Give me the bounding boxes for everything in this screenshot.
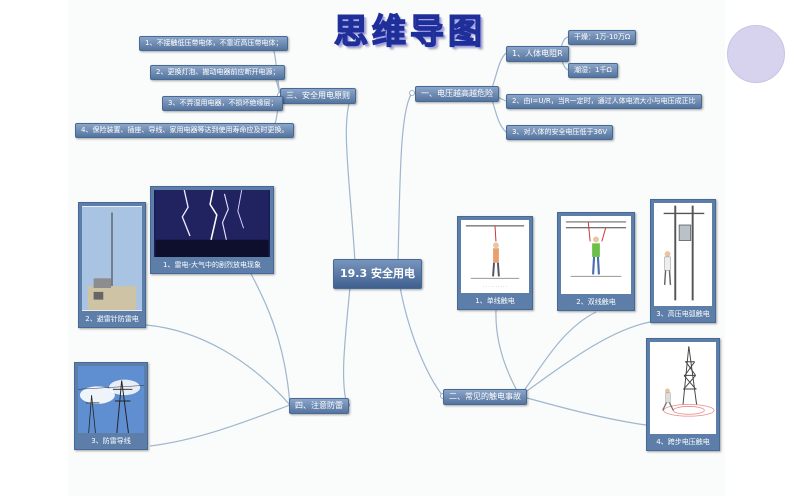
branch1-node[interactable]: 一、电压越高越危险 [415,86,499,102]
link-center-branch1 [397,92,413,263]
lightning-caption: 1、雷电-大气中的剧烈放电现象 [163,261,261,269]
link-center-branch3 [345,94,356,263]
link-b4-item1 [249,271,291,406]
decorative-circle [727,25,785,83]
center-topic[interactable]: 19.3 安全用电 [333,259,422,289]
lightning-photo [154,190,270,257]
link-b2-item4 [519,395,647,426]
link-b2-item1 [495,309,521,397]
branch3-node[interactable]: 三、安全用电原则 [280,88,356,104]
lightning-wire-photo [78,366,144,433]
branch3-item4[interactable]: 4、保险装置、插座、导线、家用电器等达到使用寿命应及时更换。 [75,123,295,138]
link-b4-item2 [145,324,291,406]
link-center-branch2 [399,286,444,397]
lightning-wire-card[interactable]: 3、防雷导线 [74,362,148,450]
double-wire-shock-caption: 2、双线触电 [576,298,616,306]
double-wire-shock-card[interactable]: 2、双线触电 [557,212,635,311]
branch1-sub2[interactable]: 2、由I=U/R，当R一定时，通过人体电流大小与电压成正比 [506,94,702,109]
lightning-card[interactable]: 1、雷电-大气中的剧烈放电现象 [150,186,274,274]
branch1-sub1-wet[interactable]: 潮湿：1千Ω [568,63,618,78]
hv-arc-shock-illustration [654,203,712,306]
branch3-item2[interactable]: 2、更换灯泡、搬动电器前应断开电源； [150,65,286,80]
branch3-item3[interactable]: 3、不弄湿用电器，不损坏绝缘层； [162,96,284,111]
link-b2-item2 [519,311,597,397]
branch3-item1[interactable]: 1、不接触低压带电体，不靠近高压带电体； [139,36,289,51]
single-wire-shock-illustration: · · · · · · · · · · [461,220,529,293]
step-voltage-shock-caption: 4、跨步电压触电 [656,438,710,446]
branch1-sub1-dry[interactable]: 干燥：1万-10万Ω [568,30,637,45]
branch4-node[interactable]: 四、注意防雷 [289,398,349,414]
link-b2-item3 [519,321,651,397]
hv-arc-shock-caption: 3、高压电弧触电 [656,310,710,318]
single-wire-shock-caption: 1、单线触电 [475,297,515,305]
lightning-rod-photo [82,206,142,311]
single-wire-shock-card[interactable]: · · · · · · · · · · 1、单线触电 [457,216,533,310]
double-wire-shock-illustration [561,216,631,294]
step-voltage-shock-card[interactable]: 4、跨步电压触电 [646,338,720,451]
lightning-rod-card[interactable]: 2、避雷针防雷电 [78,202,146,328]
link-center-branch4 [342,286,351,406]
lightning-rod-caption: 2、避雷针防雷电 [85,315,139,323]
branch2-node[interactable]: 二、常见的触电事故 [443,389,527,405]
hv-arc-shock-card[interactable]: 3、高压电弧触电 [650,199,716,323]
slide-title: 思维导图 [333,11,486,52]
branch1-sub3[interactable]: 3、对人体的安全电压低于36V [506,125,614,140]
step-voltage-shock-illustration [650,342,716,434]
svg-text:· · · · · · · · · ·: · · · · · · · · · · [483,284,506,289]
link-b4-item3 [149,404,291,447]
lightning-wire-caption: 3、防雷导线 [91,437,131,445]
branch1-sub1[interactable]: 1、人体电阻R [506,46,569,62]
